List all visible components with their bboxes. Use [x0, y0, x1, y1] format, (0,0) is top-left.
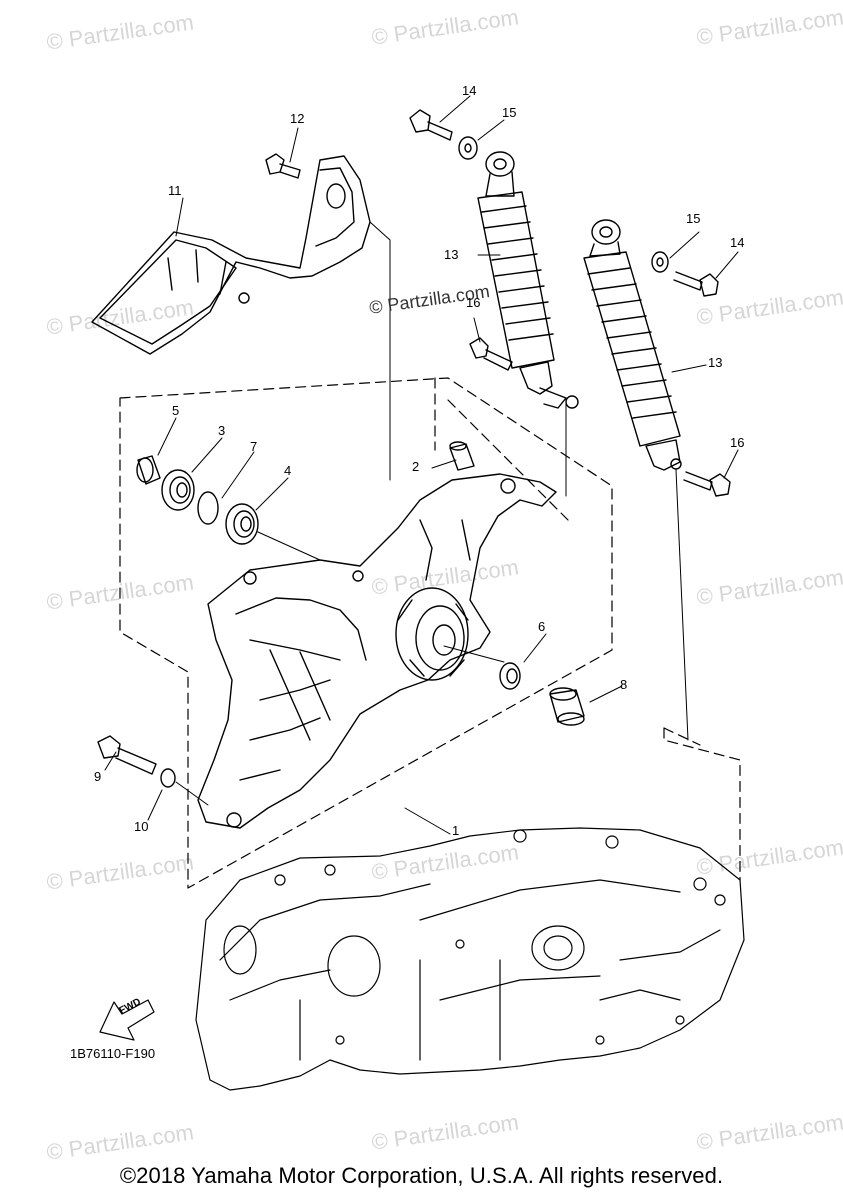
callout-8: 8	[620, 677, 628, 692]
part-12-bolt	[265, 153, 301, 179]
part-10-washer	[160, 768, 176, 788]
callout-12: 12	[290, 111, 305, 126]
callout-16: 16	[466, 295, 481, 310]
part-16-bolt-right	[683, 471, 731, 497]
callout-13: 13	[444, 247, 459, 262]
copyright-notice: ©2018 Yamaha Motor Corporation, U.S.A. A…	[119, 1163, 724, 1188]
callout-5: 5	[172, 403, 180, 418]
part-5-collar	[136, 455, 161, 485]
part-2-collar	[449, 441, 475, 471]
callout-9: 9	[94, 769, 102, 784]
part-1-rear-arm	[197, 473, 557, 829]
callout-16: 16	[730, 435, 745, 450]
callout-15: 15	[502, 105, 517, 120]
callout-3: 3	[218, 423, 226, 438]
leader-lines	[104, 95, 739, 835]
callout-7: 7	[250, 439, 258, 454]
part-15-washer-right	[651, 251, 669, 273]
part-16-bolt-left	[469, 337, 513, 371]
part-15-washer-upper	[458, 136, 478, 160]
part-3-bearing	[161, 469, 195, 511]
callout-1: 1	[452, 823, 460, 838]
callout-11: 11	[168, 183, 182, 198]
assembly-dashed-outline	[119, 377, 741, 889]
part-13-shock-left	[477, 151, 579, 409]
part-4-bearing	[225, 503, 259, 545]
part-8-collar	[549, 687, 585, 726]
callout-6: 6	[538, 619, 546, 634]
part-11-cover	[91, 155, 371, 355]
callout-14: 14	[462, 83, 477, 98]
callout-10: 10	[134, 819, 149, 834]
part-6-oil-seal	[499, 662, 521, 690]
part-14-bolt-right	[673, 271, 719, 297]
diagram-code: 1B76110-F190	[70, 1046, 156, 1061]
callout-14: 14	[730, 235, 745, 250]
callout-4: 4	[284, 463, 292, 478]
part-9-bolt	[97, 735, 157, 775]
callout-2: 2	[412, 459, 420, 474]
part-14-bolt-upper	[409, 109, 453, 141]
callout-15: 15	[686, 211, 701, 226]
crankcase-outline	[195, 827, 745, 1091]
fwd-arrow-icon	[99, 999, 155, 1041]
part-13-shock-right	[583, 219, 682, 471]
callout-13: 13	[708, 355, 723, 370]
part-7-circlip	[197, 491, 219, 525]
